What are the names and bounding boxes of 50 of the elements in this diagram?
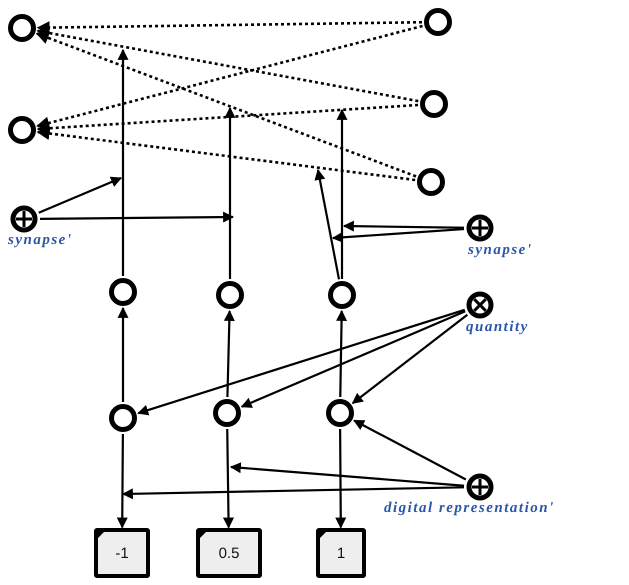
neuron-circle (109, 278, 137, 306)
value-box (316, 528, 366, 578)
sum-symbol (466, 214, 494, 242)
dotted-arrow (36, 104, 418, 135)
neuron-circle (213, 399, 241, 427)
neuron-circle (417, 168, 445, 196)
arrow (336, 310, 348, 398)
arrow (224, 106, 236, 279)
neuron-circle (424, 8, 452, 36)
neuron-circle (328, 281, 356, 309)
symbol-label: synapse' (8, 232, 72, 249)
dotted-arrow (36, 24, 423, 130)
value-label: -1 (115, 544, 129, 562)
arrow (230, 462, 464, 487)
symbol-label: quantity (466, 319, 529, 336)
sum-symbol (466, 473, 494, 501)
arrow (240, 310, 466, 408)
symbol-label: synapse' (468, 242, 532, 259)
symbol-label: digital representation' (384, 500, 555, 517)
arrow (352, 314, 468, 404)
value-box (94, 528, 150, 578)
arrow (122, 486, 464, 500)
value-box (196, 528, 262, 578)
arrow (336, 108, 348, 279)
arrow (314, 168, 340, 280)
dotted-arrow (36, 127, 416, 182)
neuron-circle (420, 90, 448, 118)
value-label: 0.5 (218, 544, 240, 562)
arrow (332, 228, 464, 243)
arrow (137, 308, 466, 416)
neuron-circle (326, 399, 354, 427)
neuron-circle (8, 14, 36, 42)
arrow (335, 429, 346, 529)
arrow (118, 48, 128, 276)
arrow (118, 306, 128, 402)
arrow (116, 434, 128, 529)
dotted-arrow (36, 32, 416, 178)
neuron-circle (109, 404, 137, 432)
arrow (38, 176, 122, 214)
product-symbol (466, 291, 494, 319)
neuron-circle (216, 281, 244, 309)
arrow (40, 212, 234, 223)
neuron-circle (8, 116, 36, 144)
arrow (342, 220, 464, 232)
sum-symbol (10, 205, 38, 233)
arrow (223, 428, 234, 529)
arrow (353, 420, 466, 480)
value-label: 1 (336, 544, 346, 562)
dotted-arrow (36, 26, 418, 102)
arrow (224, 310, 235, 398)
